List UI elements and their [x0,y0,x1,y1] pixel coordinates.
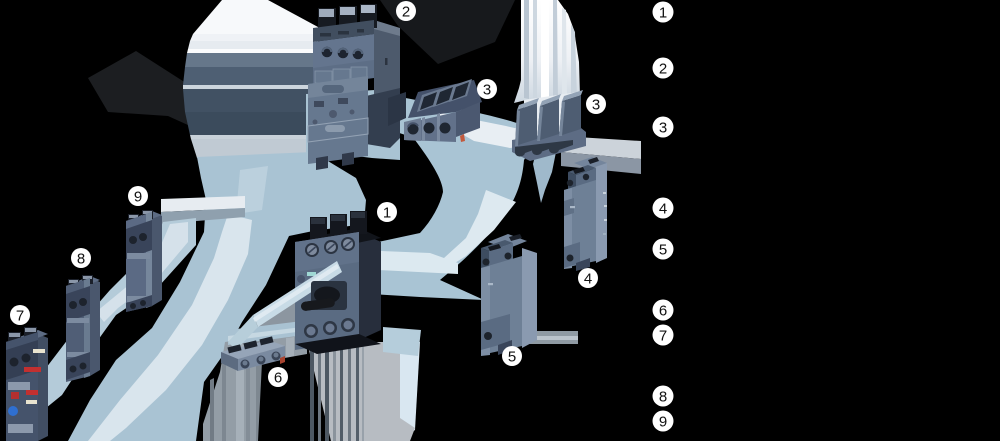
svg-text:1: 1 [383,205,391,222]
svg-text:1: 1 [659,5,667,22]
svg-text:3: 3 [483,82,491,99]
svg-text:5: 5 [659,242,667,259]
svg-text:8: 8 [77,251,85,268]
svg-text:8: 8 [659,389,667,406]
svg-text:4: 4 [584,271,592,288]
svg-text:7: 7 [659,328,667,345]
svg-text:9: 9 [134,189,142,206]
svg-text:4: 4 [659,201,667,218]
svg-text:2: 2 [402,4,410,21]
svg-text:2: 2 [659,61,667,78]
svg-text:3: 3 [659,120,667,137]
svg-text:5: 5 [508,349,516,366]
svg-text:6: 6 [274,370,282,387]
svg-text:9: 9 [659,414,667,431]
svg-text:3: 3 [592,97,600,114]
svg-text:7: 7 [16,308,24,325]
svg-text:6: 6 [659,303,667,320]
